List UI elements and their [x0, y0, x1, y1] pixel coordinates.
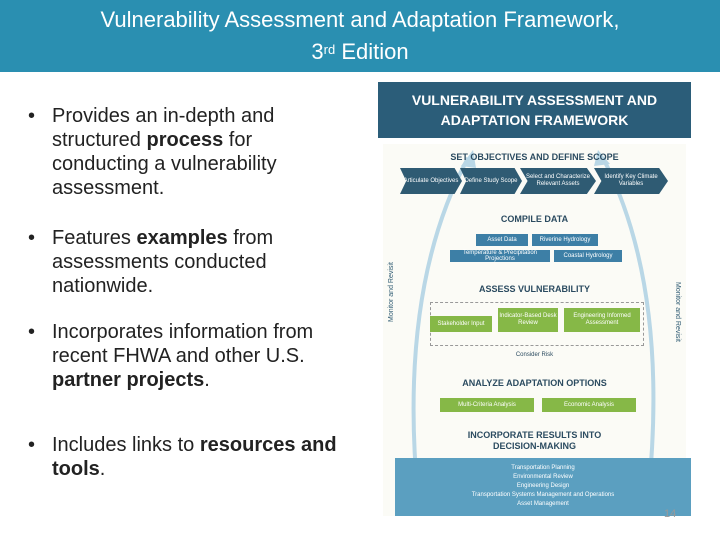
edition-suffix: rd	[323, 42, 336, 57]
item-tsmo: Transportation Systems Management and Op…	[471, 492, 615, 498]
edition-word: Edition	[335, 39, 409, 64]
box-multi-criteria-analysis: Multi-Criteria Analysis	[440, 398, 534, 412]
consider-risk-note: Consider Risk	[515, 352, 554, 358]
side-label-left: Monitor and Revisit	[388, 262, 395, 322]
box-indicator-desk-review: Indicator-Based Desk Review	[498, 308, 558, 332]
box-temperature-precipitation: Temperature & Precipitation Projections	[450, 250, 550, 262]
framework-header-line1: VULNERABILITY ASSESSMENT AND	[411, 92, 658, 108]
page-number: 14	[664, 508, 677, 520]
edition-number: 3	[311, 39, 324, 64]
bullet-text: Provides an in-depth and structured proc…	[52, 105, 277, 199]
slide-title-line1: Vulnerability Assessment and Adaptation …	[100, 7, 620, 32]
step-select-assets: Select and Characterize Relevant Assets	[520, 168, 596, 194]
bullet-dot-icon: •	[28, 227, 36, 249]
section-title-assess-vulnerability: ASSESS VULNERABILITY	[478, 284, 590, 294]
step-articulate-objectives: Articulate Objectives	[400, 168, 462, 194]
item-engineering-design: Engineering Design	[516, 483, 570, 489]
box-coastal-hydrology: Coastal Hydrology	[554, 250, 622, 262]
bullet-dot-icon: •	[28, 321, 36, 343]
bullet-dot-icon: •	[28, 105, 36, 127]
slide-title-bar: Vulnerability Assessment and Adaptation …	[0, 0, 720, 72]
framework-figure: VULNERABILITY ASSESSMENT AND ADAPTATION …	[378, 82, 691, 518]
item-transportation-planning: Transportation Planning	[511, 465, 575, 471]
side-label-right: Monitor and Revisit	[674, 282, 681, 342]
bullet-text: Incorporates information from recent FHW…	[52, 321, 314, 391]
section-title-compile-data: COMPILE DATA	[500, 214, 569, 224]
item-asset-management: Asset Management	[517, 501, 569, 507]
step-identify-climate-variables: Identify Key Climate Variables	[594, 168, 668, 194]
decision-making-box: Transportation Planning Environmental Re…	[395, 458, 691, 516]
framework-header: VULNERABILITY ASSESSMENT AND ADAPTATION …	[378, 82, 691, 138]
bullet-text: Includes links to resources and tools.	[52, 434, 337, 480]
box-economic-analysis: Economic Analysis	[542, 398, 636, 412]
item-environmental-review: Environmental Review	[513, 474, 573, 480]
box-riverine-hydrology: Riverine Hydrology	[532, 234, 598, 246]
box-stakeholder-input: Stakeholder Input	[430, 316, 492, 332]
section-title-incorporate-results: INCORPORATE RESULTS INTO	[467, 430, 602, 440]
section-title-adaptation-options: ANALYZE ADAPTATION OPTIONS	[462, 378, 607, 388]
section-title-objectives: SET OBJECTIVES AND DEFINE SCOPE	[450, 152, 619, 162]
box-engineering-assessment: Engineering Informed Assessment	[564, 308, 640, 332]
bullet-text: Features examples from assessments condu…	[52, 227, 274, 297]
section-title-decision-making: DECISION-MAKING	[493, 441, 576, 451]
box-asset-data: Asset Data	[476, 234, 528, 246]
slide-title-line2: 3rd Edition	[0, 38, 720, 66]
bullet-dot-icon: •	[28, 434, 36, 456]
framework-header-line2: ADAPTATION FRAMEWORK	[440, 112, 629, 128]
step-define-study-scope: Define Study Scope	[460, 168, 522, 194]
